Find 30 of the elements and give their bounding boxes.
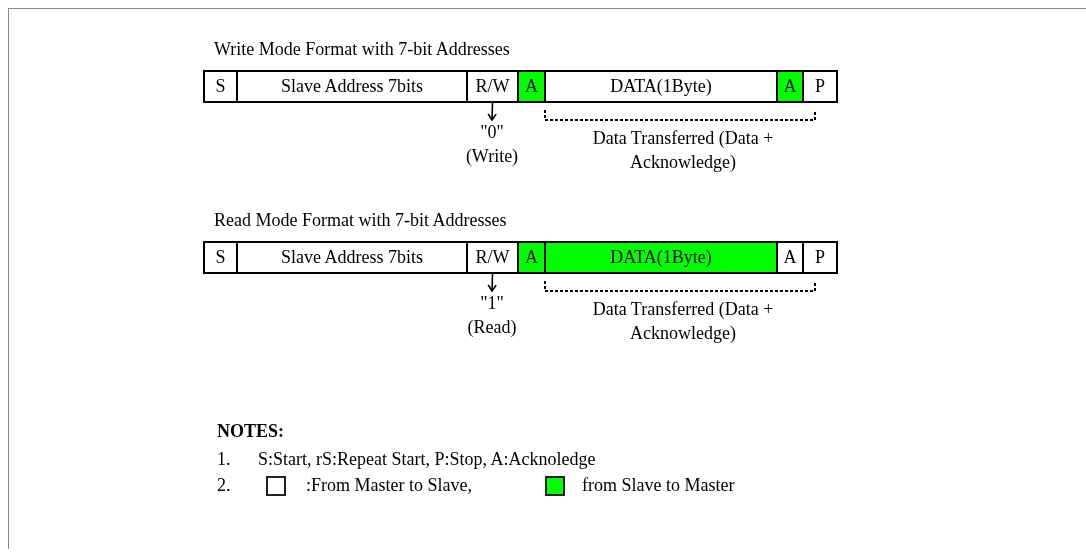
arrow <box>487 102 497 121</box>
note-number: 2. <box>217 474 231 497</box>
bit-value-label: (Read) <box>466 316 518 339</box>
bit-field: DATA(1Byte) <box>544 70 778 103</box>
bit-field: Slave Address 7bits <box>236 70 468 103</box>
section-title: Write Mode Format with 7-bit Addresses <box>214 38 510 61</box>
bit-field: A <box>776 70 804 103</box>
legend-text: from Slave to Master <box>582 474 735 497</box>
bit-field: R/W <box>466 241 519 274</box>
arrow <box>487 273 497 292</box>
bit-field: R/W <box>466 70 519 103</box>
notes-heading: NOTES: <box>217 420 285 443</box>
bit-value-label: "1" <box>479 292 505 315</box>
bit-field: Slave Address 7bits <box>236 241 468 274</box>
bit-field: P <box>802 241 838 274</box>
bit-field: A <box>776 241 804 274</box>
bit-field: A <box>517 241 546 274</box>
bit-value-label: "0" <box>479 121 505 144</box>
bit-field: DATA(1Byte) <box>544 241 778 274</box>
legend-text: :From Master to Slave, <box>306 474 472 497</box>
note-text: S:Start, rS:Repeat Start, P:Stop, A:Acknoledge <box>258 448 596 471</box>
bit-field: A <box>517 70 546 103</box>
bracket-caption: Data Transferred (Data + Acknowledge) <box>591 298 775 345</box>
bracket-caption: Data Transferred (Data + Acknowledge) <box>591 127 775 174</box>
bit-field: S <box>203 70 238 103</box>
bit-field: S <box>203 241 238 274</box>
section-title: Read Mode Format with 7-bit Addresses <box>214 209 507 232</box>
bit-field: P <box>802 70 838 103</box>
note-number: 1. <box>217 448 231 471</box>
bit-value-label: (Write) <box>464 145 520 168</box>
